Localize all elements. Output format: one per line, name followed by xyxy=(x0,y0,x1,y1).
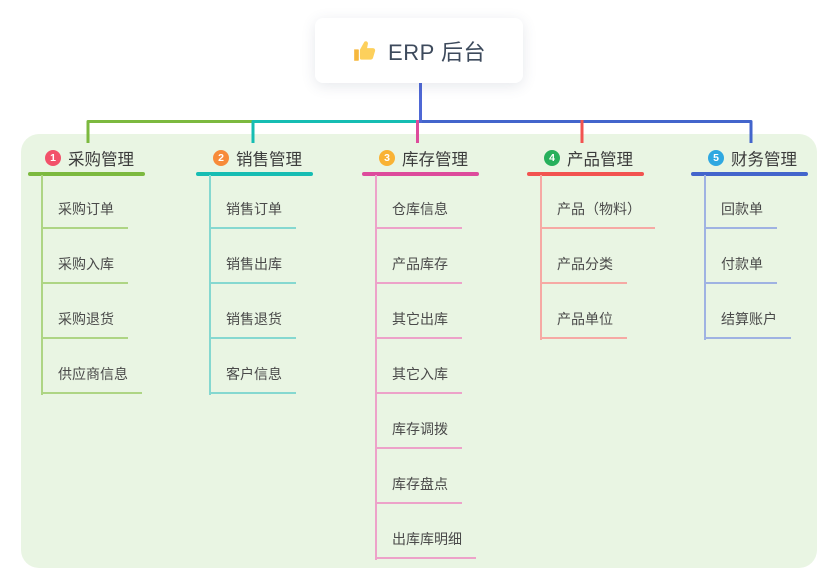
branch-number-badge: 1 xyxy=(45,150,61,166)
child-node[interactable]: 客户信息 xyxy=(209,364,296,394)
branch-label: 销售管理 xyxy=(236,151,302,169)
branch-connector-line xyxy=(540,175,542,340)
child-node-label: 回款单 xyxy=(721,201,763,217)
branch-number: 2 xyxy=(218,151,224,164)
branch-connector-line xyxy=(41,175,43,395)
child-node-label: 库存调拨 xyxy=(392,421,448,437)
branch-underline xyxy=(196,172,313,176)
child-node[interactable]: 库存调拨 xyxy=(375,419,462,449)
branch-header[interactable]: 3 库存管理 xyxy=(379,146,468,170)
child-node[interactable]: 销售退货 xyxy=(209,309,296,339)
child-node-label: 库存盘点 xyxy=(392,476,448,492)
child-node-label: 销售退货 xyxy=(226,311,282,327)
child-node-label: 付款单 xyxy=(721,256,763,272)
child-node-label: 产品库存 xyxy=(392,256,448,272)
branch-number-badge: 3 xyxy=(379,150,395,166)
child-node-label: 客户信息 xyxy=(226,366,282,382)
child-node[interactable]: 产品单位 xyxy=(540,309,627,339)
child-node[interactable]: 其它入库 xyxy=(375,364,462,394)
branch-connector-line xyxy=(209,175,211,395)
branch-connector-line xyxy=(375,175,377,560)
branch-number: 1 xyxy=(50,151,56,164)
branch-underline xyxy=(28,172,145,176)
child-node[interactable]: 产品库存 xyxy=(375,254,462,284)
child-node[interactable]: 采购退货 xyxy=(41,309,128,339)
child-node-label: 采购订单 xyxy=(58,201,114,217)
branch-underline xyxy=(527,172,644,176)
branch-header[interactable]: 2 销售管理 xyxy=(213,146,302,170)
child-node[interactable]: 库存盘点 xyxy=(375,474,462,504)
branch-underline xyxy=(691,172,808,176)
child-node-label: 其它出库 xyxy=(392,311,448,327)
branch-number: 3 xyxy=(384,151,390,164)
child-node-label: 采购入库 xyxy=(58,256,114,272)
branch: 5 财务管理 回款单 付款单 结算账户 xyxy=(691,0,839,588)
child-node[interactable]: 采购订单 xyxy=(41,199,128,229)
child-node-label: 结算账户 xyxy=(721,311,777,327)
child-node-label: 供应商信息 xyxy=(58,366,128,382)
child-node[interactable]: 供应商信息 xyxy=(41,364,142,394)
branch-header[interactable]: 4 产品管理 xyxy=(544,146,633,170)
branch-underline xyxy=(362,172,479,176)
thumbs-up-icon xyxy=(354,40,376,61)
child-node-label: 产品分类 xyxy=(557,256,613,272)
branch-header[interactable]: 5 财务管理 xyxy=(708,146,797,170)
branch: 4 产品管理 产品（物料） 产品分类 产品单位 xyxy=(527,0,687,588)
child-node-label: 出库库明细 xyxy=(392,531,462,547)
branch-header[interactable]: 1 采购管理 xyxy=(45,146,134,170)
branch-label: 库存管理 xyxy=(402,151,468,169)
child-node-label: 其它入库 xyxy=(392,366,448,382)
child-node-label: 采购退货 xyxy=(58,311,114,327)
child-node[interactable]: 产品（物料） xyxy=(540,199,655,229)
child-node[interactable]: 其它出库 xyxy=(375,309,462,339)
child-node[interactable]: 采购入库 xyxy=(41,254,128,284)
child-node-label: 销售订单 xyxy=(226,201,282,217)
mindmap-background-panel xyxy=(21,134,817,568)
child-node[interactable]: 仓库信息 xyxy=(375,199,462,229)
branch-number-badge: 5 xyxy=(708,150,724,166)
branch-number: 4 xyxy=(549,151,555,164)
root-node-label: ERP 后台 xyxy=(388,39,486,65)
child-node[interactable]: 出库库明细 xyxy=(375,529,476,559)
branch-label: 产品管理 xyxy=(567,151,633,169)
root-node[interactable]: ERP 后台 xyxy=(315,18,523,83)
branch: 3 库存管理 仓库信息 产品库存 其它出库 其它入库 库存调拨 库存盘点 出库库… xyxy=(362,0,522,588)
child-node[interactable]: 付款单 xyxy=(704,254,777,284)
child-node-label: 仓库信息 xyxy=(392,201,448,217)
branch-number: 5 xyxy=(713,151,719,164)
child-node[interactable]: 销售出库 xyxy=(209,254,296,284)
branch-connector-line xyxy=(704,175,706,340)
branch: 2 销售管理 销售订单 销售出库 销售退货 客户信息 xyxy=(196,0,356,588)
child-node[interactable]: 销售订单 xyxy=(209,199,296,229)
child-node-label: 销售出库 xyxy=(226,256,282,272)
branch-number-badge: 4 xyxy=(544,150,560,166)
branch-label: 财务管理 xyxy=(731,151,797,169)
child-node[interactable]: 回款单 xyxy=(704,199,777,229)
child-node[interactable]: 产品分类 xyxy=(540,254,627,284)
branch-number-badge: 2 xyxy=(213,150,229,166)
branch: 1 采购管理 采购订单 采购入库 采购退货 供应商信息 xyxy=(28,0,188,588)
child-node-label: 产品（物料） xyxy=(557,201,641,217)
branch-label: 采购管理 xyxy=(68,151,134,169)
child-node[interactable]: 结算账户 xyxy=(704,309,791,339)
child-node-label: 产品单位 xyxy=(557,311,613,327)
